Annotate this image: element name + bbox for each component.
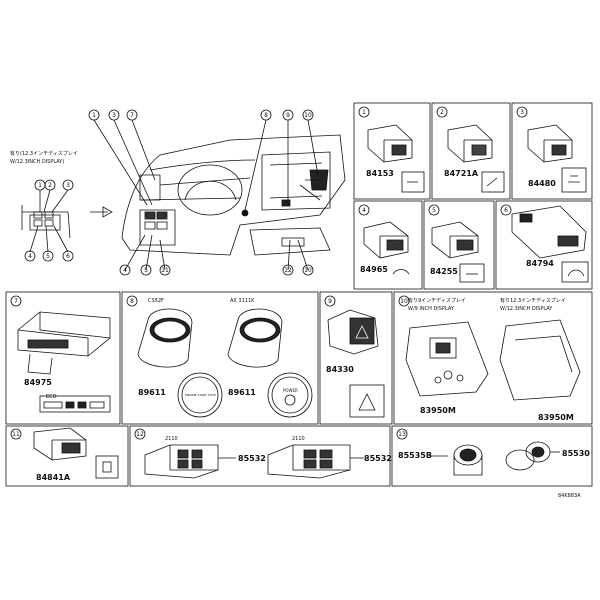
part-83950M-left: 83950M	[420, 406, 456, 415]
inset-callout-3: 3	[66, 182, 70, 189]
callout-10b: 10	[304, 267, 312, 274]
part-84153: 84153	[366, 169, 394, 178]
panel-7-frame	[5, 291, 121, 425]
panel-2-num: 2	[440, 109, 444, 116]
callout-4: 4	[123, 267, 127, 274]
eco-switch-label: ECO	[46, 394, 57, 400]
inset-callout-1: 1	[38, 182, 42, 189]
panel-12-sub-right: 2110	[292, 436, 305, 442]
switch-84965	[363, 221, 410, 275]
panel-5-frame	[423, 200, 495, 290]
panel-8-frame	[121, 291, 319, 425]
dashboard-overview: 有り(12.3インチディスプレイ W/12.3INCH DISPLAY)	[10, 109, 346, 276]
callout-12: 12	[284, 267, 292, 274]
panel-12-num: 12	[136, 431, 144, 438]
panel-10-left-en: W/9 INCH DISPLAY	[408, 306, 455, 312]
part-84965: 84965	[360, 265, 388, 274]
panel-6-num: 6	[504, 207, 508, 214]
panel-9-num: 9	[328, 298, 332, 305]
panel-10-left-jp: 有り9インチディスプレイ	[408, 297, 466, 304]
switch-84794	[511, 205, 589, 283]
panel-12-frame	[129, 425, 391, 487]
switch-83950M	[405, 319, 581, 401]
switch-84480	[527, 124, 587, 193]
part-89611-left: 89611	[138, 388, 166, 397]
part-85530: 85530	[562, 449, 590, 458]
panel-3-num: 3	[520, 109, 524, 116]
panel-7-num: 7	[14, 298, 18, 305]
panel-13-frame	[391, 425, 593, 487]
reference-code: 84K883A	[558, 493, 581, 499]
inset-callout-4: 4	[28, 253, 32, 260]
panel-1-frame	[353, 102, 431, 200]
panel-10-right-en: W/12.3INCH DISPLAY	[500, 306, 553, 312]
switch-84841A	[33, 427, 119, 479]
part-83950M-right: 83950M	[538, 413, 574, 422]
switch-84721A	[447, 124, 505, 193]
panel-10-num: 10	[400, 298, 408, 305]
panel-8-sub-right: AX 3111K	[230, 298, 255, 304]
inset-label-jp: 有り(12.3インチディスプレイ	[10, 150, 78, 157]
part-84330: 84330	[326, 365, 354, 374]
callout-5: 5	[144, 267, 148, 274]
switch-85532-group	[144, 444, 364, 479]
panel-4-num: 4	[362, 207, 366, 214]
panel-8-sub-left: CS52F	[148, 298, 164, 304]
part-84794: 84794	[526, 259, 554, 268]
part-84480: 84480	[528, 179, 556, 188]
part-85535B: 85535B	[398, 451, 432, 460]
panel-10-right-jp: 有り12.3インチディスプレイ	[500, 297, 566, 304]
switch-84255	[431, 221, 485, 283]
panel-6-frame	[495, 200, 593, 290]
callout-7: 7	[130, 112, 134, 119]
part-84721A: 84721A	[444, 169, 479, 178]
panel-2-frame	[431, 102, 511, 200]
part-84975: 84975	[24, 378, 52, 387]
callout-10: 10	[304, 112, 312, 119]
callout-3: 3	[112, 112, 116, 119]
panel-11-frame	[5, 425, 129, 487]
panel-12-sub-left: 2110	[165, 436, 178, 442]
engine-start-label: ENGINE START STOP	[185, 393, 216, 397]
panel-1-num: 1	[362, 109, 366, 116]
power-label: POWER	[283, 388, 298, 393]
panel-5-num: 5	[432, 207, 436, 214]
inset-callout-5: 5	[46, 253, 50, 260]
inset-callout-2: 2	[48, 182, 52, 189]
socket-group	[430, 441, 560, 476]
start-switch-group	[137, 308, 313, 418]
panel-10-frame	[393, 291, 593, 425]
panel-3-frame	[511, 102, 593, 200]
switch-84975	[17, 311, 111, 413]
inset-callout-6: 6	[66, 253, 70, 260]
callout-11: 11	[161, 267, 169, 274]
callout-9: 9	[286, 112, 290, 119]
inset-label-en: W/12.3INCH DISPLAY)	[10, 159, 64, 165]
switch-84153	[367, 124, 425, 193]
panel-9-frame	[319, 291, 393, 425]
hazard-switch-84330	[327, 309, 385, 418]
part-84841A: 84841A	[36, 473, 71, 482]
panel-8-num: 8	[130, 298, 134, 305]
panel-13-num: 13	[398, 431, 406, 438]
part-85532-right: 85532	[364, 454, 392, 463]
callout-1: 1	[92, 112, 96, 119]
part-89611-right: 89611	[228, 388, 256, 397]
panel-11-num: 11	[12, 431, 20, 438]
part-85532-left: 85532	[238, 454, 266, 463]
part-84255: 84255	[430, 267, 458, 276]
panel-4-frame	[353, 200, 423, 290]
callout-8: 8	[264, 112, 268, 119]
